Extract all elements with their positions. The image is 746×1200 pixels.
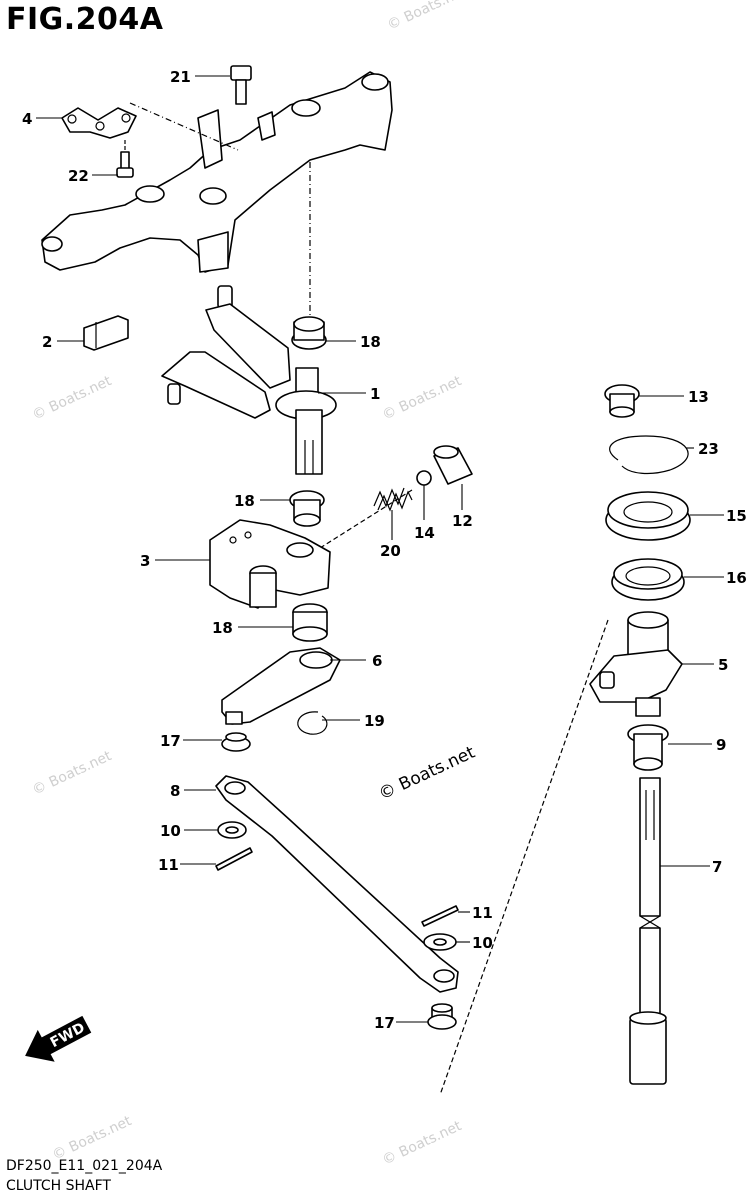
watermark: © Boats.net: [380, 373, 465, 424]
part-11-pin-top: [215, 847, 253, 871]
callout-11-bottom: 11: [472, 904, 493, 922]
callout-22: 22: [68, 167, 89, 185]
watermark: © Boats.net: [385, 0, 470, 34]
part-2-clip: [83, 315, 129, 351]
part-13-plug: [604, 384, 640, 418]
part-19-circlip: [297, 711, 328, 735]
part-3-cam-block: [209, 519, 331, 609]
part-23-snap-ring: [609, 435, 689, 475]
watermark: © Boats.net: [30, 748, 115, 799]
watermark: © Boats.net: [30, 373, 115, 424]
part-5-guide-housing: [589, 611, 683, 717]
part-15-bearing: [605, 491, 691, 541]
part-10-washer-bottom: [423, 933, 457, 951]
part-20-spring: [373, 487, 413, 512]
housing-casting: [41, 71, 393, 273]
callout-3: 3: [140, 552, 150, 570]
part-8-link-rod: [215, 775, 459, 993]
callout-10-top: 10: [160, 822, 181, 840]
part-18-bushing-mid: [289, 490, 325, 527]
part-4-plate: [61, 107, 137, 139]
part-10-washer-top: [217, 821, 247, 839]
watermark: © Boats.net: [50, 1113, 135, 1164]
part-1-shift-lever: [161, 285, 337, 475]
copyright-label: © Boats.net: [376, 742, 479, 804]
part-18-bushing-top: [291, 316, 327, 350]
callout-11-top: 11: [158, 856, 179, 874]
part-11-pin-bottom: [421, 905, 459, 927]
part-12-sleeve: [433, 445, 473, 485]
callout-18-mid: 18: [234, 492, 255, 510]
callout-15: 15: [726, 507, 746, 525]
callout-21: 21: [170, 68, 191, 86]
part-14-ball: [416, 470, 432, 486]
callout-19: 19: [364, 712, 385, 730]
figure-code: DF250_E11_021_204A: [6, 1158, 163, 1174]
figure-title: FIG.204A: [6, 2, 164, 37]
callout-5: 5: [718, 656, 728, 674]
figure-caption: CLUTCH SHAFT: [6, 1178, 111, 1194]
callout-2: 2: [42, 333, 52, 351]
callout-10-bottom: 10: [472, 934, 493, 952]
callout-16: 16: [726, 569, 746, 587]
watermark: © Boats.net: [380, 1118, 465, 1169]
part-9-bushing: [627, 724, 669, 771]
callout-8: 8: [170, 782, 180, 800]
callout-13: 13: [688, 388, 709, 406]
callout-17-top: 17: [160, 732, 181, 750]
part-17-bushing-top: [221, 732, 251, 752]
fwd-arrow: FWD: [25, 1015, 92, 1062]
callout-14: 14: [414, 524, 435, 542]
callout-9: 9: [716, 736, 726, 754]
callout-18-top: 18: [360, 333, 381, 351]
callout-numbers: 21 4 22 2 18 1 18 14 12 20 3 18 6 19 17 …: [22, 68, 746, 1032]
callout-1: 1: [370, 385, 380, 403]
callout-23: 23: [698, 440, 719, 458]
callout-12: 12: [452, 512, 473, 530]
part-16-seal: [611, 558, 685, 601]
callout-17-bottom: 17: [374, 1014, 395, 1032]
part-21-bolt: [230, 65, 252, 105]
callout-20: 20: [380, 542, 401, 560]
callout-4: 4: [22, 110, 32, 128]
callout-7: 7: [712, 858, 722, 876]
part-7-clutch-shaft: [629, 777, 667, 1085]
callout-6: 6: [372, 652, 382, 670]
part-6-lever: [221, 647, 341, 725]
part-22-screw: [116, 151, 134, 178]
callout-18-low: 18: [212, 619, 233, 637]
part-18-bushing-low: [292, 603, 328, 642]
leader-lines: [36, 75, 724, 1023]
part-17-bushing-bottom: [427, 1003, 457, 1030]
